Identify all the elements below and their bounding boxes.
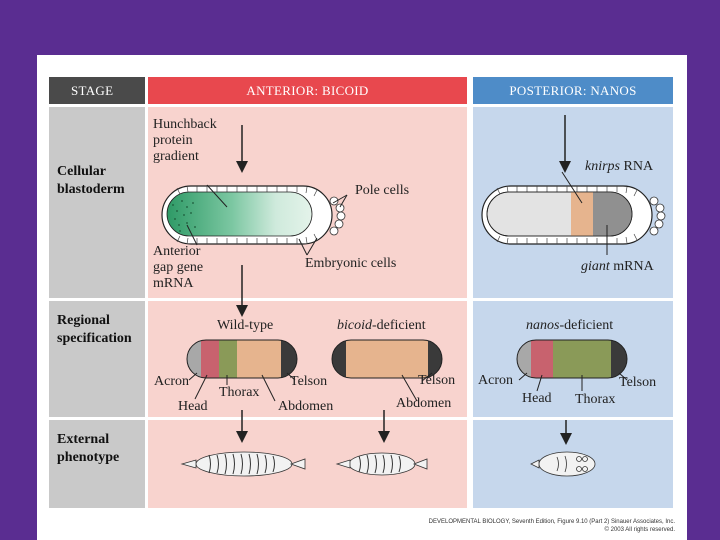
header-posterior: POSTERIOR: NANOS [473,77,673,104]
figure-sheet: STAGE ANTERIOR: BICOID POSTERIOR: NANOS … [37,55,687,540]
row-divider [49,298,673,301]
label-telson-wildtype: Telson [290,374,328,389]
label-head-wildtype: Head [178,399,208,414]
blastoderm-embryo-anterior [161,185,346,245]
label-head-nanos: Head [522,391,552,406]
label-bicoid-deficient: bicoid-deficient [337,318,426,333]
label-pole-cells: Pole cells [355,183,410,198]
label-hunchback-gradient: Hunchback protein gradient [153,117,217,164]
blastoderm-embryo-posterior [481,185,666,245]
wildtype-embryo [186,339,298,379]
label-abdomen-wildtype: Abdomen [278,399,334,414]
label-thorax-nanos: Thorax [575,392,616,407]
posterior-column [473,107,673,508]
bicoid-deficient-embryo [331,339,443,379]
figure-credit: DEVELOPMENTAL BIOLOGY, Seventh Edition, … [429,518,675,534]
header-anterior: ANTERIOR: BICOID [148,77,467,104]
label-abdomen-bicoid: Abdomen [396,396,452,411]
label-anterior-gap-gene: Anterior gap gene mRNA [153,244,204,291]
stage-column [49,107,145,508]
row-divider [49,417,673,420]
larva-bicoid-deficient [335,452,428,476]
larva-nanos-deficient [530,451,596,477]
stage-cellular-blastoderm: Cellular blastoderm [57,164,125,197]
credit-line-2: © 2003 All rights reserved. [604,527,675,533]
label-wildtype: Wild-type [217,318,274,333]
label-giant-mrna: giant mRNA [581,259,654,274]
label-thorax-wildtype: Thorax [219,385,260,400]
label-acron-wildtype: Acron [154,374,189,389]
credit-line-1: DEVELOPMENTAL BIOLOGY, Seventh Edition, … [428,519,675,525]
label-nanos-deficient: nanos-deficient [526,318,614,333]
header-stage: STAGE [49,77,145,104]
label-embryonic-cells: Embryonic cells [305,256,397,271]
label-knirps-rna: knirps RNA [585,159,654,174]
larva-wildtype [180,451,306,477]
diagram-art [161,115,666,477]
nanos-deficient-embryo [516,339,628,379]
anterior-column [148,107,467,508]
stage-external-phenotype: External phenotype [57,432,120,465]
stage-regional-specification: Regional specification [57,313,132,346]
label-telson-nanos: Telson [619,375,657,390]
label-acron-nanos: Acron [478,373,513,388]
label-telson-bicoid: Telson [418,373,456,388]
